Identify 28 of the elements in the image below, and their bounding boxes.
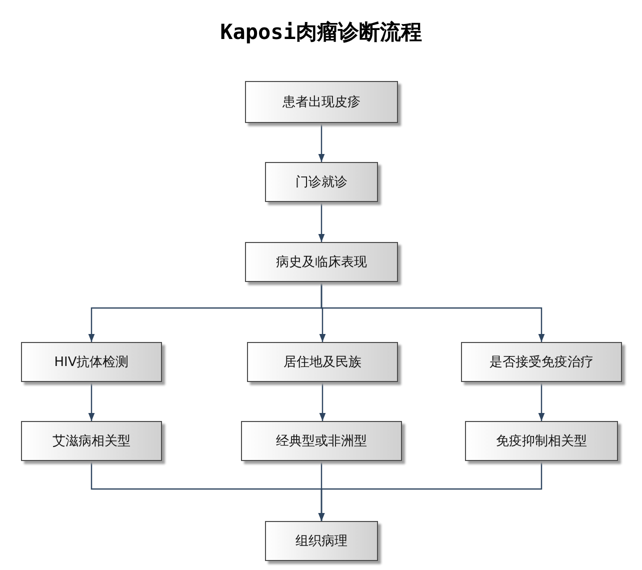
process-box xyxy=(21,421,162,461)
box-label: 患者出现皮疹 xyxy=(282,94,360,111)
process-box xyxy=(21,342,162,382)
diagram-title: Kaposi肉瘤诊断流程 xyxy=(219,19,423,46)
box-label: 艾滋病相关型 xyxy=(52,433,130,450)
box-label: 是否接受免疫治疗 xyxy=(490,354,594,371)
box-label: 门诊就诊 xyxy=(296,174,348,191)
connector-arrow xyxy=(88,382,95,421)
process-box xyxy=(245,242,398,282)
process-box xyxy=(245,81,398,123)
box-label: 居住地及民族 xyxy=(284,354,362,371)
process-box xyxy=(461,342,622,382)
connector-arrow xyxy=(318,202,325,242)
box-label: HIV抗体检测 xyxy=(54,354,129,371)
connector-arrow xyxy=(318,123,325,162)
box-label: 病史及临床表现 xyxy=(276,254,367,271)
connector-arrow xyxy=(538,382,545,421)
process-box xyxy=(247,342,398,382)
connector-arrow xyxy=(320,282,545,342)
process-box xyxy=(265,521,378,561)
box-label: 经典型或非洲型 xyxy=(276,433,367,450)
process-box xyxy=(465,421,618,461)
process-box xyxy=(241,421,402,461)
connector-arrow xyxy=(319,382,326,421)
box-label: 免疫抑制相关型 xyxy=(496,433,587,450)
box-label: 组织病理 xyxy=(296,533,348,550)
connector-arrow xyxy=(318,461,542,521)
process-box xyxy=(265,162,378,202)
